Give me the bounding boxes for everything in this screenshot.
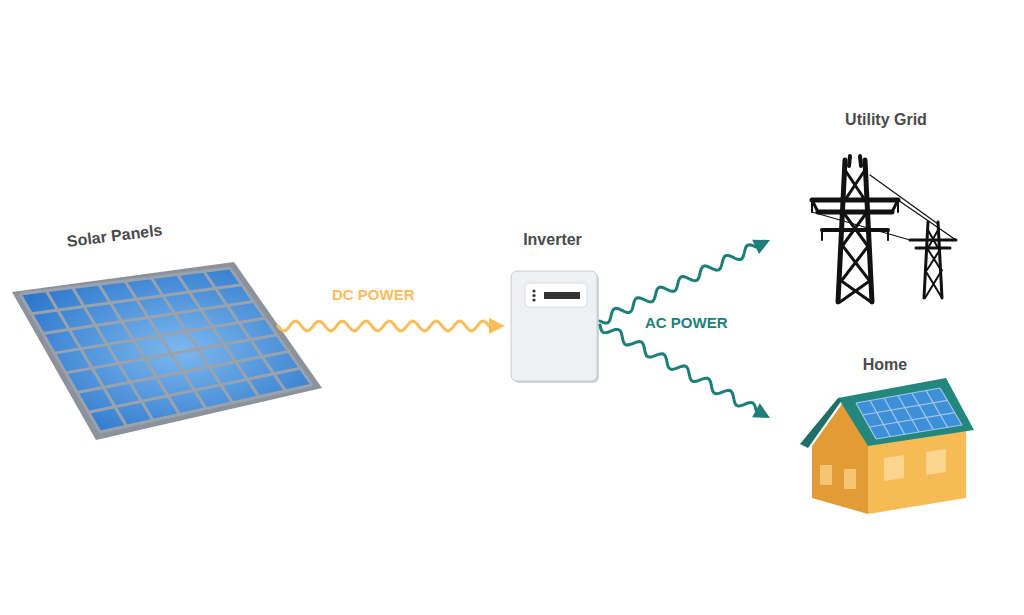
- component-title: Inverter: [523, 231, 582, 249]
- pylon-picture: [812, 156, 956, 302]
- power-flow-arrow: [600, 325, 770, 418]
- flow-label: AC POWER: [645, 314, 728, 331]
- flow-label: DC POWER: [332, 286, 415, 303]
- house-picture: [800, 378, 974, 514]
- component-title: Utility Grid: [845, 111, 927, 129]
- inverter-picture: [511, 271, 599, 383]
- component-title: Solar Panels: [66, 221, 164, 251]
- component-node: Home: [770, 352, 1000, 517]
- component-node: Solar Panels: [15, 228, 278, 438]
- solar-panel-picture: [12, 262, 322, 440]
- power-flow-arrow: [600, 240, 770, 324]
- component-title: Home: [863, 356, 907, 374]
- power-flow-arrow: [278, 318, 505, 334]
- component-node: Utility Grid: [770, 108, 1002, 303]
- component-node: Inverter: [505, 228, 600, 385]
